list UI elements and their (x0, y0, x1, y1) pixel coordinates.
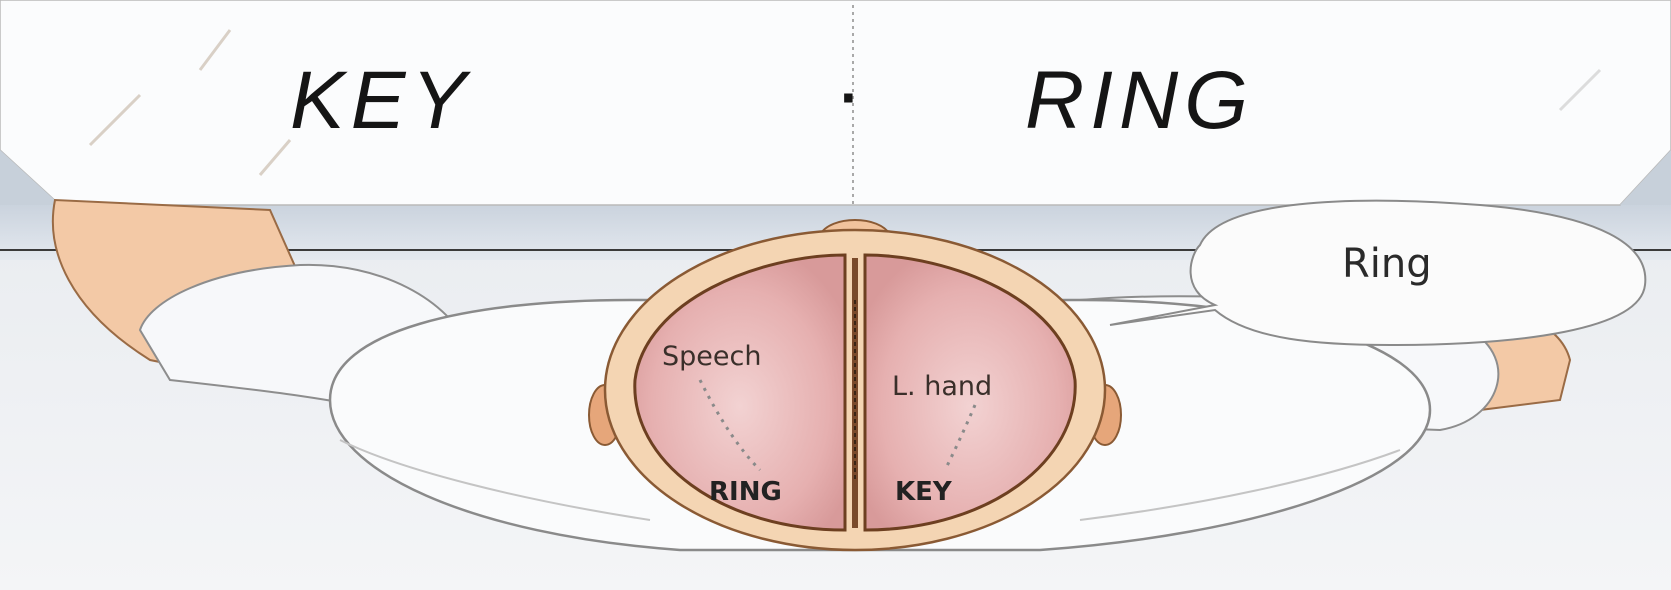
right-function-label: L. hand (892, 371, 992, 402)
display-screen (0, 0, 1671, 205)
left-function-label: Speech (662, 341, 761, 372)
screen-separator: · (840, 64, 860, 131)
screen-word-right: RING (1025, 55, 1254, 146)
speech-bubble-text: Ring (1342, 241, 1432, 287)
screen-word-left: KEY (290, 55, 472, 146)
left-seen-word: RING (709, 477, 782, 507)
right-seen-word: KEY (895, 477, 953, 507)
